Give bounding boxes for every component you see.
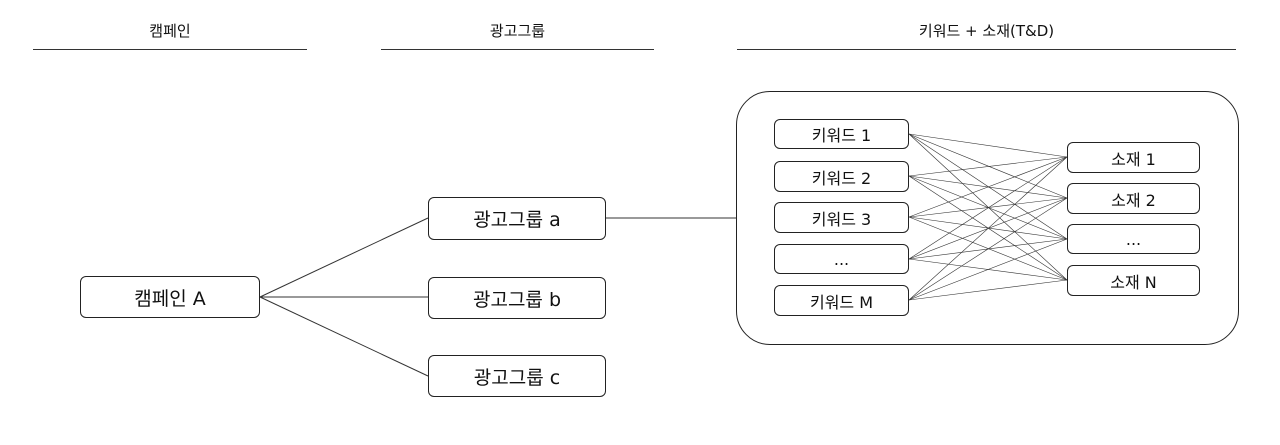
keyword-node-3: 키워드 3	[774, 202, 909, 233]
creative-node-label: ...	[1125, 229, 1142, 249]
header-campaign-rule	[33, 49, 307, 50]
adgroup-node-label: 광고그룹 b	[472, 288, 562, 311]
creative-node-label: 소재 N	[1110, 272, 1157, 292]
keyword-creative-connector	[908, 156, 1068, 177]
keyword-node-label: ...	[833, 249, 850, 269]
keyword-node-label: 키워드 M	[809, 292, 874, 312]
keyword-creative-connector	[908, 156, 1068, 260]
keyword-node-2: 키워드 2	[774, 161, 909, 192]
header-adgroup: 광고그룹	[489, 22, 546, 40]
keyword-creative-connector	[908, 279, 1068, 301]
keyword-node-label: 키워드 1	[811, 126, 872, 145]
keyword-node-1: 키워드 1	[774, 119, 909, 149]
campaign-adgroup-a-connector	[259, 217, 429, 298]
creative-node-n: 소재 N	[1067, 265, 1200, 296]
campaign-node-label: 캠페인 A	[134, 287, 206, 310]
keyword-creative-connector	[908, 238, 1068, 301]
keyword-creative-connector	[908, 156, 1068, 301]
keyword-node-ellipsis: ...	[774, 244, 909, 274]
keyword-creative-connector	[908, 133, 1068, 158]
keyword-creative-connector	[908, 216, 1068, 240]
keyword-creative-connector	[908, 197, 1068, 301]
adgroup-node-label: 광고그룹 a	[473, 209, 561, 231]
keyword-node-label: 키워드 3	[811, 209, 872, 229]
header-keyword-creative-rule	[737, 49, 1236, 50]
keyword-creative-connector	[908, 197, 1068, 218]
creative-node-label: 소재 1	[1111, 149, 1156, 169]
header-adgroup-rule	[381, 49, 654, 50]
keyword-node-label: 키워드 2	[811, 168, 872, 188]
keyword-creative-connector	[908, 133, 1068, 199]
header-keyword-creative: 키워드 + 소재(T&D)	[918, 22, 1055, 40]
adgroup-node-label: 광고그룹 c	[473, 366, 561, 389]
campaign-adgroup-c-connector	[259, 296, 429, 377]
creative-node-2: 소재 2	[1067, 183, 1200, 214]
keyword-creative-connector	[908, 216, 1068, 281]
adgroup-node-c: 광고그룹 c	[428, 355, 606, 397]
campaign-node: 캠페인 A	[80, 276, 260, 318]
adgroup-node-a: 광고그룹 a	[428, 197, 606, 240]
keyword-creative-connector	[908, 133, 1068, 281]
keyword-creative-group-frame	[736, 91, 1239, 345]
header-campaign: 캠페인	[149, 22, 191, 40]
keyword-node-m: 키워드 M	[774, 285, 909, 316]
keyword-creative-connector	[908, 156, 1068, 218]
creative-node-label: 소재 2	[1111, 190, 1156, 210]
creative-node-1: 소재 1	[1067, 142, 1200, 173]
keyword-creative-connector	[908, 133, 1068, 240]
adgroup-node-b: 광고그룹 b	[428, 277, 606, 319]
creative-node-ellipsis: ...	[1067, 224, 1200, 254]
